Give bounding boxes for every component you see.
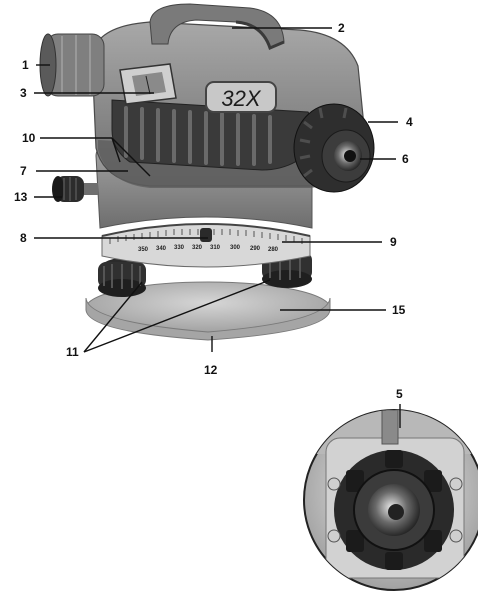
callout-1: 1 xyxy=(22,58,29,72)
scale-pointer xyxy=(200,228,212,242)
scale-number-290: 290 xyxy=(250,246,261,252)
scale-number-280: 280 xyxy=(268,247,279,253)
callout-3: 3 xyxy=(20,86,27,100)
inset-detail-photo xyxy=(303,409,478,591)
scale-number-340: 340 xyxy=(156,246,167,252)
callout-5: 5 xyxy=(396,387,403,401)
horizontal-circle-ring: 350 340 330 320 310 300 290 280 xyxy=(101,223,311,268)
scale-number-310: 310 xyxy=(210,245,221,251)
callout-2: 2 xyxy=(338,21,345,35)
callout-4: 4 xyxy=(406,115,413,129)
callout-12: 12 xyxy=(204,363,218,377)
callout-7: 7 xyxy=(20,164,27,178)
callout-labels: 1 2 3 4 5 6 7 8 9 10 11 12 13 15 xyxy=(14,21,413,401)
scale-number-320: 320 xyxy=(192,245,203,251)
callout-8: 8 xyxy=(20,231,27,245)
tribrach-base xyxy=(85,281,331,341)
scale-number-350: 350 xyxy=(138,247,149,253)
scale-number-300: 300 xyxy=(230,245,241,251)
badge-text: 32X xyxy=(221,86,261,111)
leveling-screw-left[interactable] xyxy=(98,258,146,297)
optical-sight xyxy=(119,63,177,105)
callout-10: 10 xyxy=(22,131,36,145)
scale-number-330: 330 xyxy=(174,245,185,251)
callout-15: 15 xyxy=(392,303,406,317)
eyepiece[interactable] xyxy=(321,129,371,183)
leader-lines xyxy=(34,27,401,428)
callout-6: 6 xyxy=(402,152,409,166)
magnification-badge: 32X xyxy=(205,81,277,113)
callout-11: 11 xyxy=(66,345,79,359)
callout-13: 13 xyxy=(14,190,28,204)
callout-9: 9 xyxy=(390,235,397,249)
horizontal-drive-knob[interactable] xyxy=(52,176,98,202)
